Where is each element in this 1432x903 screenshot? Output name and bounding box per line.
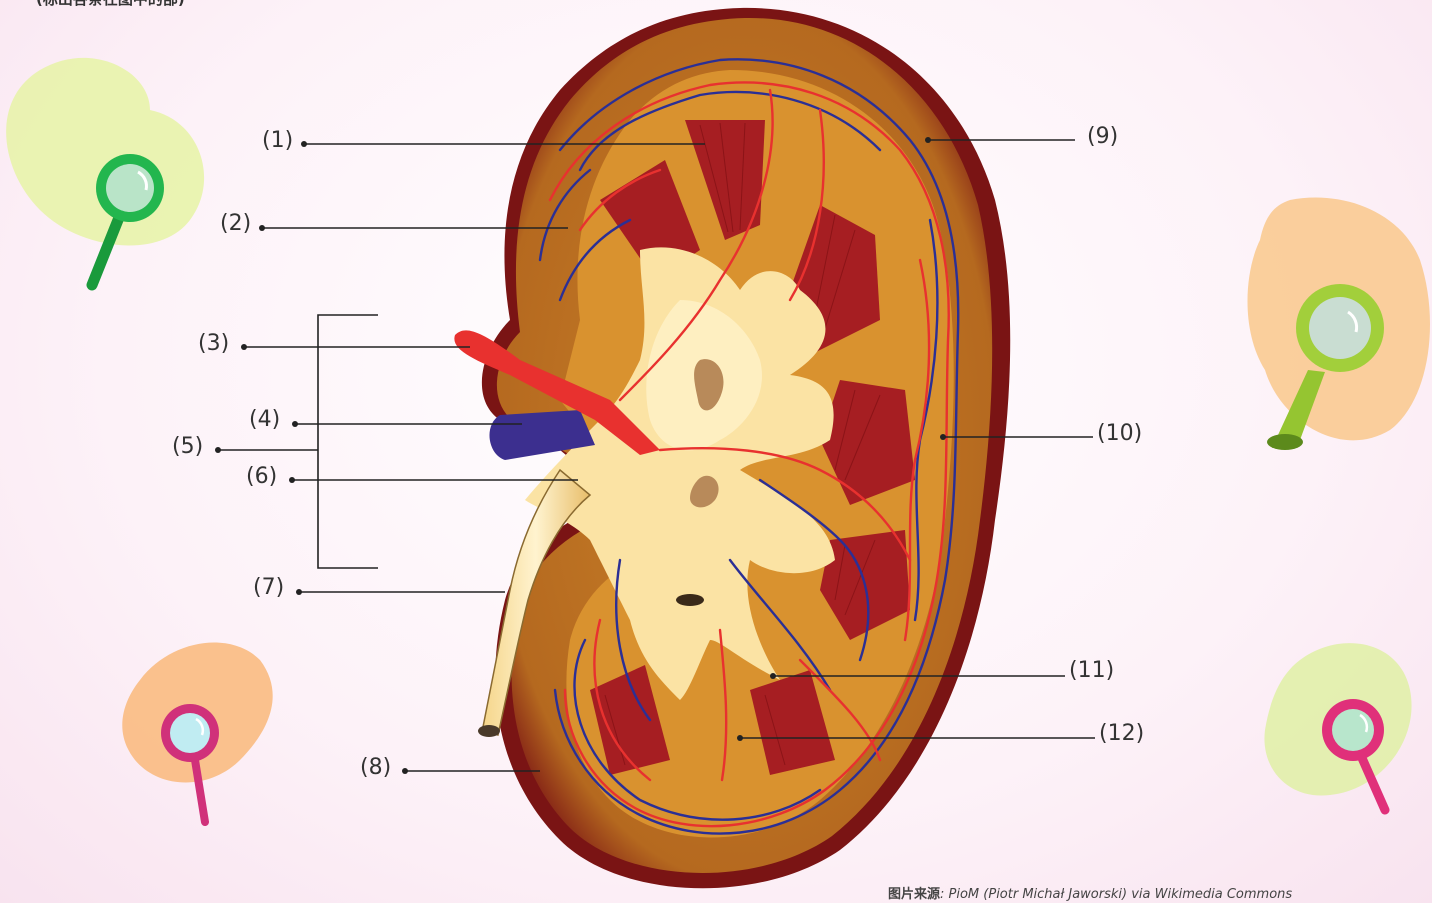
label-3: (3) — [198, 333, 229, 355]
bracket-hilum — [218, 315, 378, 568]
label-6: (6) — [246, 466, 277, 488]
label-11: (11) — [1069, 660, 1114, 682]
label-7: (7) — [253, 577, 284, 599]
label-1: (1) — [262, 130, 293, 152]
image-credit: 图片来源: PioM (Piotr Michał Jaworski) via W… — [888, 883, 1292, 902]
decor-top-left — [6, 58, 204, 285]
header-instruction: (标出各条在图中的部) — [36, 0, 185, 9]
label-2: (2) — [220, 213, 251, 235]
decor-bottom-right — [1264, 643, 1411, 810]
credit-source: : PioM (Piotr Michał Jaworski) via Wikim… — [940, 887, 1292, 902]
label-4: (4) — [249, 409, 280, 431]
decor-right-middle — [1248, 198, 1431, 451]
credit-prefix: 图片来源 — [888, 887, 940, 902]
label-5: (5) — [172, 436, 203, 458]
label-8: (8) — [360, 757, 391, 779]
label-12: (12) — [1099, 723, 1144, 745]
label-10: (10) — [1097, 423, 1142, 445]
label-9: (9) — [1087, 126, 1118, 148]
decor-bottom-left — [122, 643, 272, 822]
